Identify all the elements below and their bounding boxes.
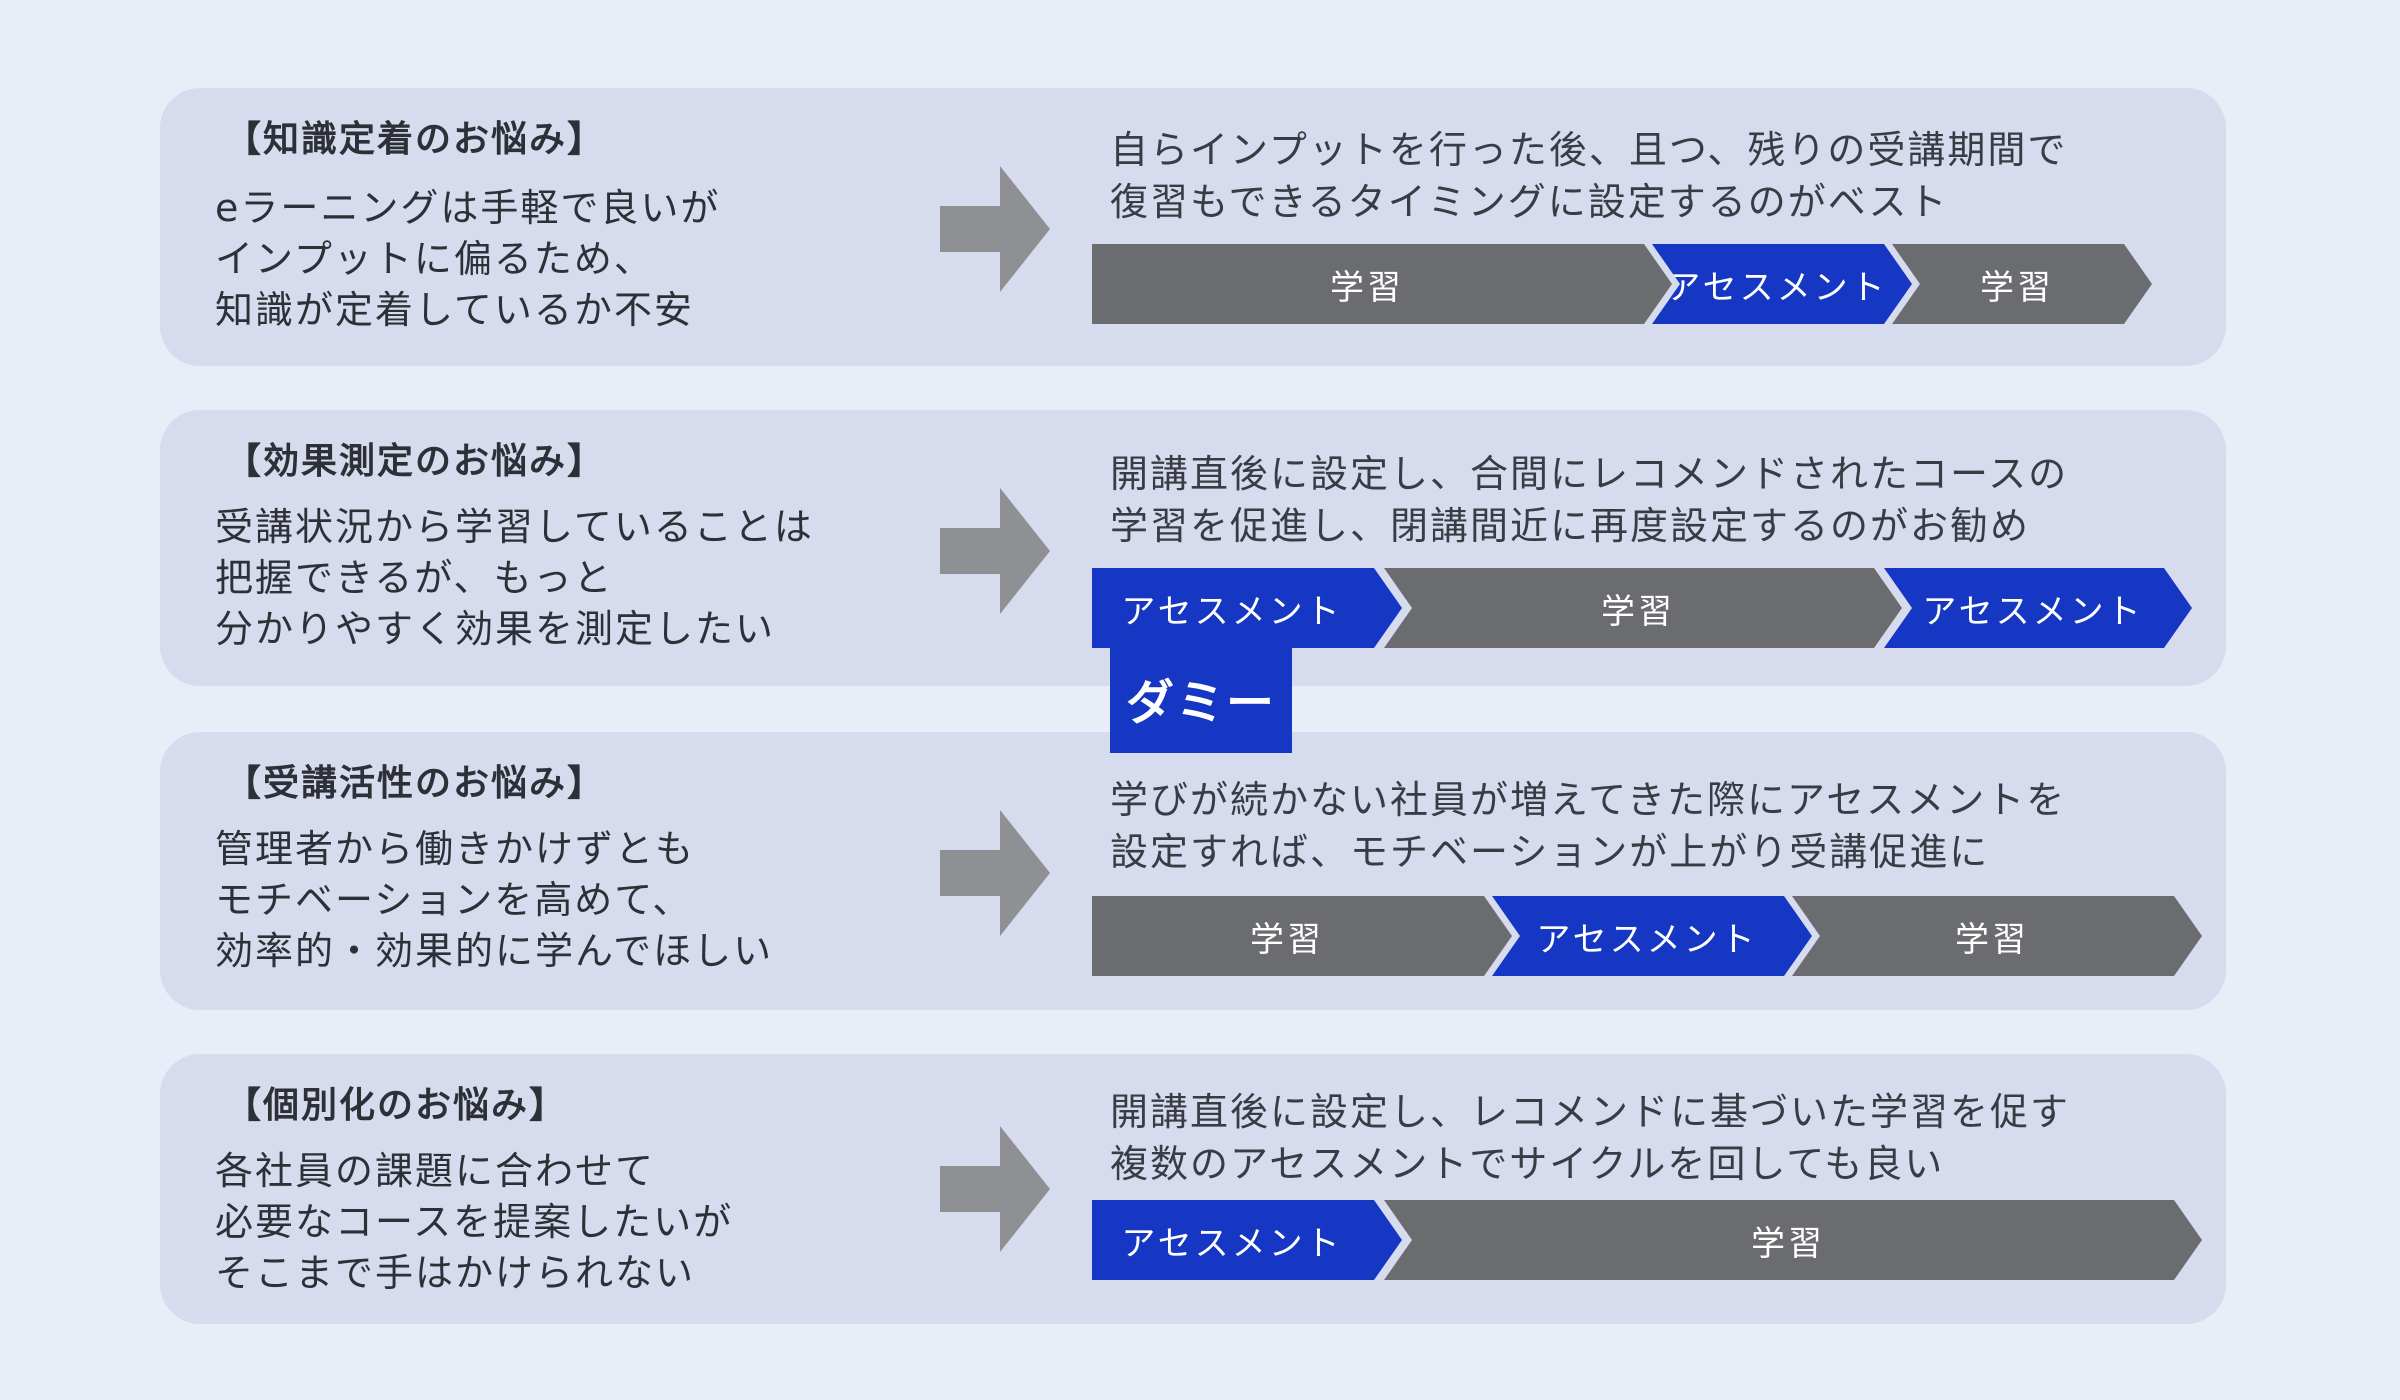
concern-line: 効率的・効果的に学んでほしい xyxy=(215,929,774,973)
card-personalization: 【個別化のお悩み】 各社員の課題に合わせて 必要なコースを提案したいが そこまで… xyxy=(160,1054,2226,1324)
solution-line: 複数のアセスメントでサイクルを回しても良い xyxy=(1110,1142,1945,1186)
card-effect-measurement: 【効果測定のお悩み】 受講状況から学習していることは 把握できるが、もっと 分か… xyxy=(160,410,2226,686)
right-arrow-icon xyxy=(940,810,1050,936)
card-concern-text: eラーニングは手軽で良いが インプットに偏るため、 知識が定着しているか不安 xyxy=(215,183,720,336)
concern-line: 受講状況から学習していることは xyxy=(215,505,814,549)
step-learning: 学習 xyxy=(1892,244,2152,324)
card-title: 【効果測定のお悩み】 xyxy=(225,441,606,482)
step-flow: 学習 アセスメント 学習 xyxy=(1092,244,2192,324)
concern-line: インプットに偏るため、 xyxy=(215,237,654,281)
step-learning: 学習 xyxy=(1384,1200,2202,1280)
concern-line: eラーニングは手軽で良いが xyxy=(215,186,721,230)
right-arrow-icon xyxy=(940,166,1050,292)
right-arrow-icon xyxy=(940,488,1050,614)
concern-line: 分かりやすく効果を測定したい xyxy=(215,607,776,651)
right-arrow-icon xyxy=(940,1126,1050,1252)
solution-line: 開講直後に設定し、合間にレコメンドされたコースの xyxy=(1110,452,2069,496)
card-solution-text: 学びが続かない社員が増えてきた際にアセスメントを 設定すれば、モチベーションが上… xyxy=(1110,774,2066,878)
card-concern-text: 管理者から働きかけずとも モチベーションを高めて、 効率的・効果的に学んでほしい xyxy=(215,824,773,977)
step-assessment: アセスメント xyxy=(1092,568,1402,648)
concern-line: 各社員の課題に合わせて xyxy=(215,1149,656,1193)
card-engagement: 【受講活性のお悩み】 管理者から働きかけずとも モチベーションを高めて、 効率的… xyxy=(160,732,2226,1010)
solution-line: 開講直後に設定し、レコメンドに基づいた学習を促す xyxy=(1110,1090,2071,1134)
step-flow: アセスメント 学習 アセスメント xyxy=(1092,568,2192,648)
card-concern-text: 受講状況から学習していることは 把握できるが、もっと 分かりやすく効果を測定した… xyxy=(215,502,814,655)
concern-line: 把握できるが、もっと xyxy=(215,556,614,600)
card-title: 【知識定着のお悩み】 xyxy=(225,119,606,160)
step-assessment: アセスメント xyxy=(1652,244,1912,324)
step-assessment: アセスメント xyxy=(1092,1200,1402,1280)
step-learning: 学習 xyxy=(1092,896,1512,976)
step-learning: 学習 xyxy=(1384,568,1902,648)
step-learning: 学習 xyxy=(1092,244,1672,324)
dummy-badge: ダミー xyxy=(1110,643,1292,753)
concern-line: 必要なコースを提案したいが xyxy=(215,1200,734,1244)
concern-line: モチベーションを高めて、 xyxy=(215,878,693,922)
card-title: 【個別化のお悩み】 xyxy=(225,1085,568,1126)
card-solution-text: 開講直後に設定し、レコメンドに基づいた学習を促す 複数のアセスメントでサイクルを… xyxy=(1110,1086,2070,1190)
step-assessment: アセスメント xyxy=(1884,568,2192,648)
card-title: 【受講活性のお悩み】 xyxy=(225,763,606,804)
card-solution-text: 自らインプットを行った後、且つ、残りの受講期間で 復習もできるタイミングに設定す… xyxy=(1110,124,2067,228)
solution-line: 学びが続かない社員が増えてきた際にアセスメントを xyxy=(1110,778,2067,822)
solution-line: 自らインプットを行った後、且つ、残りの受講期間で xyxy=(1110,128,2068,172)
concern-line: 知識が定着しているか不安 xyxy=(215,288,694,332)
card-knowledge-retention: 【知識定着のお悩み】 eラーニングは手軽で良いが インプットに偏るため、 知識が… xyxy=(160,88,2226,366)
solution-line: 学習を促進し、閉講間近に再度設定するのがお勧め xyxy=(1110,504,2031,548)
solution-line: 設定すれば、モチベーションが上がり受講促進に xyxy=(1110,830,1990,874)
step-learning: 学習 xyxy=(1792,896,2202,976)
step-assessment: アセスメント xyxy=(1492,896,1812,976)
concern-line: 管理者から働きかけずとも xyxy=(215,827,696,871)
card-solution-text: 開講直後に設定し、合間にレコメンドされたコースの 学習を促進し、閉講間近に再度設… xyxy=(1110,448,2068,552)
card-concern-text: 各社員の課題に合わせて 必要なコースを提案したいが そこまで手はかけられない xyxy=(215,1146,733,1299)
concern-line: そこまで手はかけられない xyxy=(215,1251,696,1295)
step-flow: 学習 アセスメント 学習 xyxy=(1092,896,2202,976)
solution-line: 復習もできるタイミングに設定するのがベスト xyxy=(1110,180,1949,224)
step-flow: アセスメント 学習 xyxy=(1092,1200,2202,1280)
